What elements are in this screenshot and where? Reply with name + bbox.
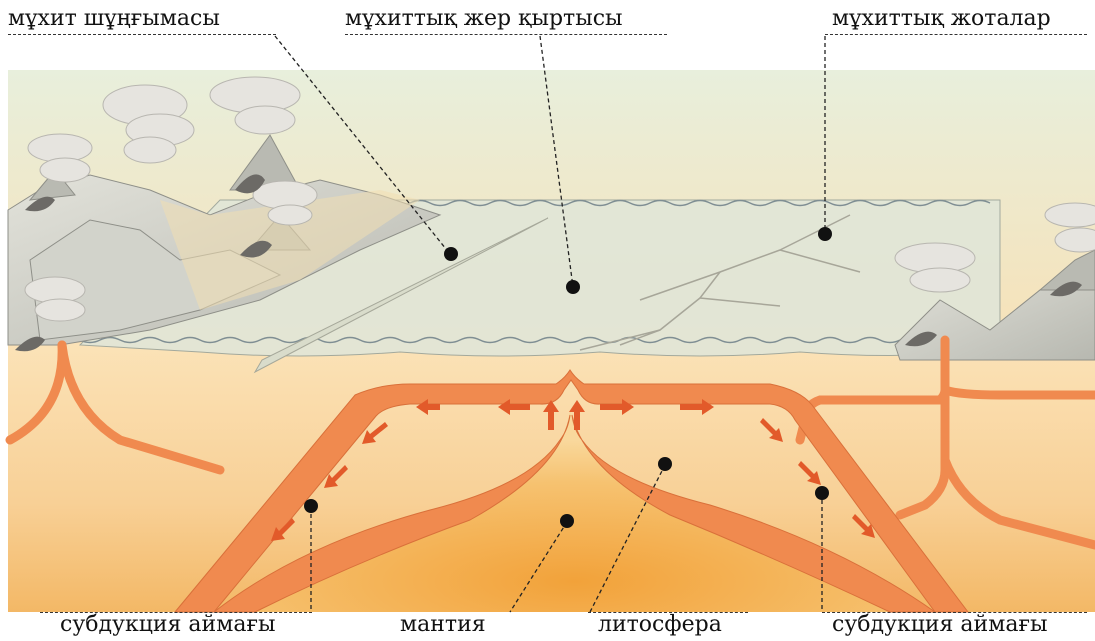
dot-subduction-right bbox=[815, 486, 829, 500]
label-mantle: мантия bbox=[400, 612, 486, 638]
label-subduction-left: субдукция аймағы bbox=[60, 612, 275, 638]
label-oceanic-crust-underline bbox=[345, 34, 667, 35]
label-ocean-trench: мұхит шұңғымасы bbox=[8, 6, 220, 32]
label-subduction-right-overline bbox=[822, 612, 1087, 613]
label-lithosphere-overline bbox=[588, 612, 748, 613]
dot-subduction-left bbox=[304, 499, 318, 513]
label-ocean-trench-underline bbox=[8, 34, 276, 35]
label-ocean-ridges-underline bbox=[825, 34, 1087, 35]
dot-mantle bbox=[560, 514, 574, 528]
label-lithosphere: литосфера bbox=[598, 612, 722, 638]
label-subduction-right: субдукция аймағы bbox=[832, 612, 1047, 638]
dot-oceanic-crust bbox=[566, 280, 580, 294]
label-oceanic-crust: мұхиттық жер қыртысы bbox=[345, 6, 623, 32]
label-subduction-left-overline bbox=[40, 612, 312, 613]
dot-lithosphere bbox=[658, 457, 672, 471]
dot-ocean-ridges bbox=[818, 227, 832, 241]
dot-ocean-trench bbox=[444, 247, 458, 261]
label-ocean-ridges: мұхиттық жоталар bbox=[832, 6, 1051, 32]
